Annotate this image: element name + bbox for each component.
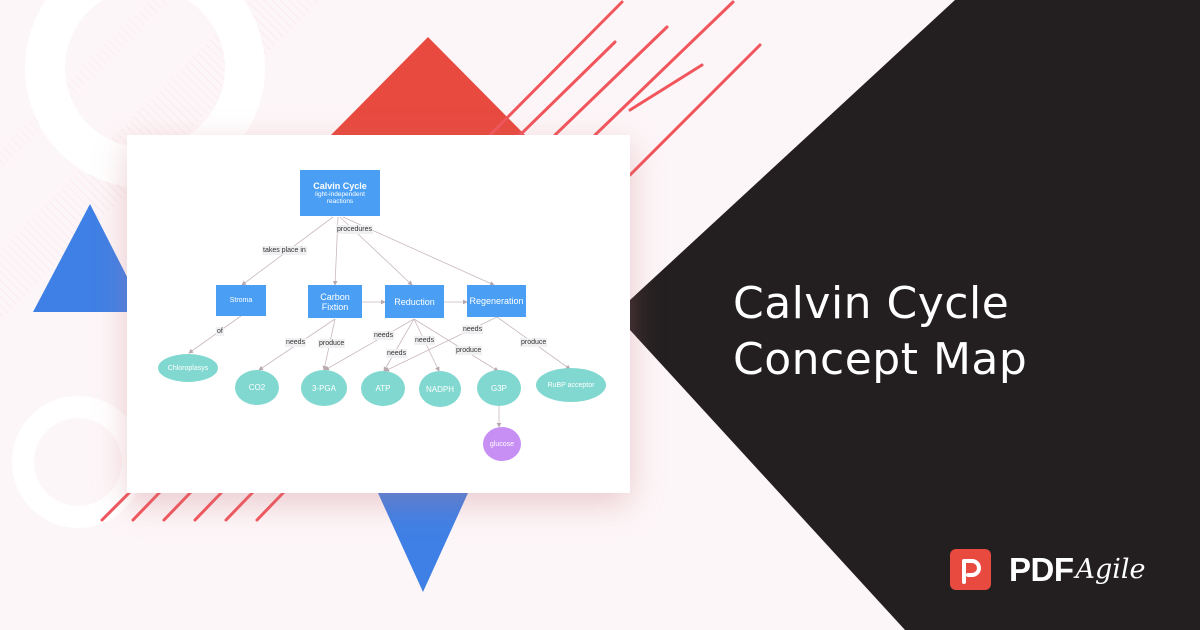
edge-label-needs-atp: needs xyxy=(386,349,408,358)
root-subtitle-1: light-independent xyxy=(315,191,365,198)
atp-label: ATP xyxy=(375,384,391,393)
edge-label-produce-rubp: produce xyxy=(520,338,548,347)
blue-triangle-left xyxy=(33,204,145,312)
edge-label-produce-pga: produce xyxy=(318,339,346,348)
edge-label-produce-g3p: produce xyxy=(455,346,483,355)
node-glucose: glucose xyxy=(483,427,521,461)
node-regeneration: Regeneration xyxy=(467,285,526,317)
reduction-label: Reduction xyxy=(394,296,435,307)
chloroplasys-label: Chloroplasys xyxy=(167,364,209,372)
brand-name-bold: PDF xyxy=(1009,550,1074,588)
rubp-label: RuBP acceptor xyxy=(547,381,595,389)
root-subtitle-2: reactions xyxy=(326,198,354,205)
node-rubp: RuBP acceptor xyxy=(536,368,606,402)
node-carbon-fixation: Carbon Fixtion xyxy=(308,285,362,318)
carbon-label-1: Carbon xyxy=(320,291,350,302)
dark-panel xyxy=(630,0,1200,630)
node-reduction: Reduction xyxy=(385,285,444,318)
regeneration-label: Regeneration xyxy=(469,296,524,306)
concept-map-card: Calvin Cycle light-independent reactions… xyxy=(127,135,630,493)
title-line-1: Calvin Cycle xyxy=(733,278,1010,329)
edge-label-of: of xyxy=(216,327,224,336)
brand-logo: PDF Agile xyxy=(950,549,1146,590)
node-atp: ATP xyxy=(361,371,405,406)
carbon-label-2: Fixtion xyxy=(321,301,349,312)
edge-label-needs-regen: needs xyxy=(462,325,484,334)
glucose-label: glucose xyxy=(489,440,515,448)
edge-label-needs-nadph: needs xyxy=(414,336,436,345)
g3p-label: G3P xyxy=(490,383,507,393)
blue-triangle-bottom xyxy=(378,493,468,592)
edge-label-needs-co2: needs xyxy=(285,338,307,347)
node-nadph: NADPH xyxy=(419,371,461,407)
banner-title: Calvin Cycle Concept Map xyxy=(733,276,1027,388)
title-line-2: Concept Map xyxy=(733,334,1028,385)
stroma-label: Stroma xyxy=(229,297,253,304)
node-3pga: 3-PGA xyxy=(301,370,347,406)
pdf-agile-logo-icon xyxy=(950,549,991,590)
nadph-label: NADPH xyxy=(425,384,454,394)
co2-label: CO2 xyxy=(248,383,266,392)
red-triangle xyxy=(331,37,525,135)
edge-label-procedures: procedures xyxy=(336,225,374,234)
root-title: Calvin Cycle xyxy=(313,181,367,191)
node-g3p: G3P xyxy=(477,370,521,406)
edge-label-needs-reduction: needs xyxy=(373,331,395,340)
node-co2: CO2 xyxy=(235,370,279,405)
node-chloroplasys: Chloroplasys xyxy=(158,354,218,382)
node-calvin-cycle: Calvin Cycle light-independent reactions xyxy=(300,170,380,216)
pga-label: 3-PGA xyxy=(311,383,336,393)
node-stroma: Stroma xyxy=(216,285,266,316)
brand-name-script: Agile xyxy=(1075,554,1146,585)
edge-label-takes-place-in: takes place in xyxy=(262,246,307,255)
